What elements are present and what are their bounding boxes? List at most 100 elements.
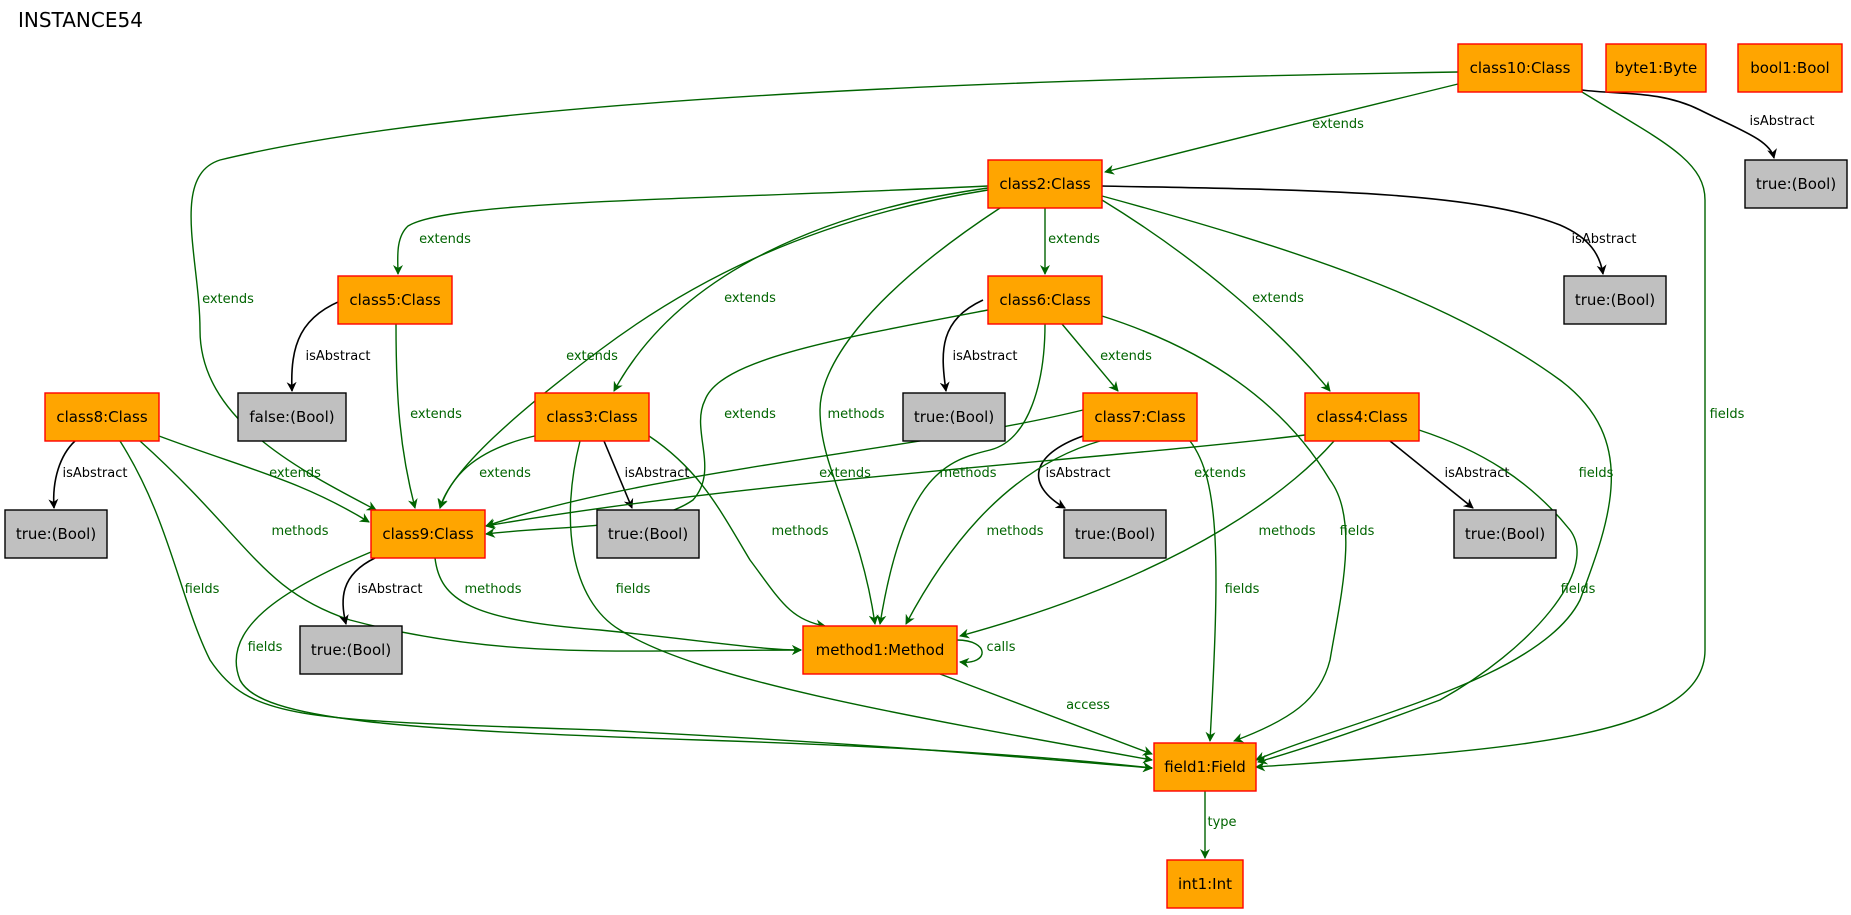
edge-line	[395, 323, 418, 509]
node-class5: class5:Class	[337, 275, 453, 325]
edge-line	[437, 189, 989, 509]
edge-line	[139, 440, 802, 656]
edge-line	[434, 557, 802, 655]
node-byte1: byte1:Byte	[1605, 43, 1707, 93]
edge-class6-extends-class7: extends	[1061, 323, 1152, 392]
node-class3: class3:Class	[534, 392, 650, 442]
edge-line	[1101, 185, 1607, 275]
edge-class7-methods-method1: methods	[905, 440, 1101, 625]
edge-label: fields	[248, 640, 283, 655]
edge-class9-isAbstract-v_c9: isAbstract	[338, 557, 423, 625]
edge-class7-extends-class9: extends	[485, 409, 1084, 528]
node-class8: class8:Class	[44, 392, 160, 442]
edge-line	[1101, 315, 1347, 743]
edge-label: fields	[1225, 582, 1260, 597]
node-bool1: bool1:Bool	[1737, 43, 1843, 93]
node-label: byte1:Byte	[1615, 59, 1697, 77]
edge-class3-methods-method1: methods	[648, 435, 829, 630]
edge-class2-extends-class5: extends	[392, 185, 989, 275]
node-label: false:(Bool)	[249, 408, 334, 426]
node-v-c10: true:(Bool)	[1744, 159, 1848, 209]
edge-label: extends	[1312, 117, 1364, 132]
edge-label: isAbstract	[63, 466, 128, 481]
node-box	[902, 392, 1006, 442]
node-label: true:(Bool)	[1756, 175, 1836, 193]
node-class9: class9:Class	[370, 509, 486, 559]
edge-label: access	[1066, 698, 1110, 713]
edge-label: extends	[479, 466, 531, 481]
edge-class7-isAbstract-v_c7: isAbstract	[1037, 435, 1111, 509]
edge-line	[939, 299, 984, 392]
edge-class4-methods-method1: methods	[959, 440, 1335, 639]
node-box	[1082, 392, 1198, 442]
edge-label: isAbstract	[358, 582, 423, 597]
node-class2: class2:Class	[987, 159, 1103, 209]
edge-label: extends	[1252, 291, 1304, 306]
node-box	[1453, 509, 1557, 559]
node-box	[44, 392, 160, 442]
node-label: class3:Class	[546, 408, 637, 426]
node-box	[1166, 859, 1244, 909]
node-box	[596, 509, 700, 559]
node-label: class6:Class	[999, 291, 1090, 309]
node-box	[802, 625, 958, 675]
edge-class5-isAbstract-v_c5: isAbstract	[286, 297, 370, 392]
edge-label: extends	[1194, 466, 1246, 481]
edge-line	[819, 207, 1001, 625]
edge-line	[1257, 429, 1578, 765]
edge-method1-calls-method1: calls	[956, 639, 1016, 668]
node-label: true:(Bool)	[608, 525, 688, 543]
edge-label: fields	[616, 582, 651, 597]
node-field1: field1:Field	[1153, 742, 1257, 792]
node-label: class9:Class	[382, 525, 473, 543]
edge-label: fields	[185, 582, 220, 597]
node-box	[1457, 43, 1583, 93]
edge-label: extends	[202, 292, 254, 307]
node-label: field1:Field	[1164, 758, 1246, 776]
edge-class2-extends-class3: extends	[613, 187, 989, 392]
edge-label: fields	[1561, 582, 1596, 597]
edge-line	[1581, 89, 1777, 159]
node-class7: class7:Class	[1082, 392, 1198, 442]
edge-class9-fields-field1: fields	[235, 551, 1153, 772]
edge-class2-extends-class6: extends	[1040, 208, 1100, 275]
node-box	[1304, 392, 1420, 442]
node-box	[4, 509, 108, 559]
edge-line	[1037, 435, 1084, 509]
node-label: class5:Class	[349, 291, 440, 309]
edge-label: fields	[1710, 407, 1745, 422]
node-v-c8: true:(Bool)	[4, 509, 108, 559]
edge-line	[956, 639, 983, 668]
edge-label: extends	[410, 407, 462, 422]
node-box	[1153, 742, 1257, 792]
edge-class2-extends-class9: extends	[437, 189, 989, 509]
edge-line	[959, 440, 1335, 639]
edge-line	[1255, 91, 1706, 772]
node-label: class8:Class	[56, 408, 147, 426]
node-label: bool1:Bool	[1750, 59, 1829, 77]
node-class10: class10:Class	[1457, 43, 1583, 93]
node-label: true:(Bool)	[1465, 525, 1545, 543]
edge-label: extends	[724, 291, 776, 306]
edge-class2-isAbstract-v_c2: isAbstract	[1101, 185, 1636, 275]
node-label: true:(Bool)	[1575, 291, 1655, 309]
edge-class3-fields-field1: fields	[569, 440, 1153, 764]
edge-line	[613, 187, 989, 392]
edge-label: methods	[1259, 524, 1316, 539]
node-v-c3: true:(Bool)	[596, 509, 700, 559]
node-label: true:(Bool)	[311, 641, 391, 659]
edge-line	[119, 440, 1153, 773]
node-label: true:(Bool)	[16, 525, 96, 543]
edge-line	[392, 185, 989, 275]
edge-label: extends	[269, 466, 321, 481]
edge-class2-methods-method1: methods	[819, 207, 1001, 625]
edge-class3-extends-class9: extends	[438, 434, 540, 509]
edge-class10-isAbstract-v_c10: isAbstract	[1581, 89, 1814, 159]
edge-class6-fields-field1: fields	[1101, 315, 1375, 743]
edge-class10-fields-field1: fields	[1255, 91, 1745, 772]
node-label: method1:Method	[816, 641, 945, 659]
edge-line	[190, 71, 1459, 511]
edge-class4-fields-field1: fields	[1257, 429, 1596, 765]
node-box	[1605, 43, 1707, 93]
edge-label: isAbstract	[1046, 466, 1111, 481]
